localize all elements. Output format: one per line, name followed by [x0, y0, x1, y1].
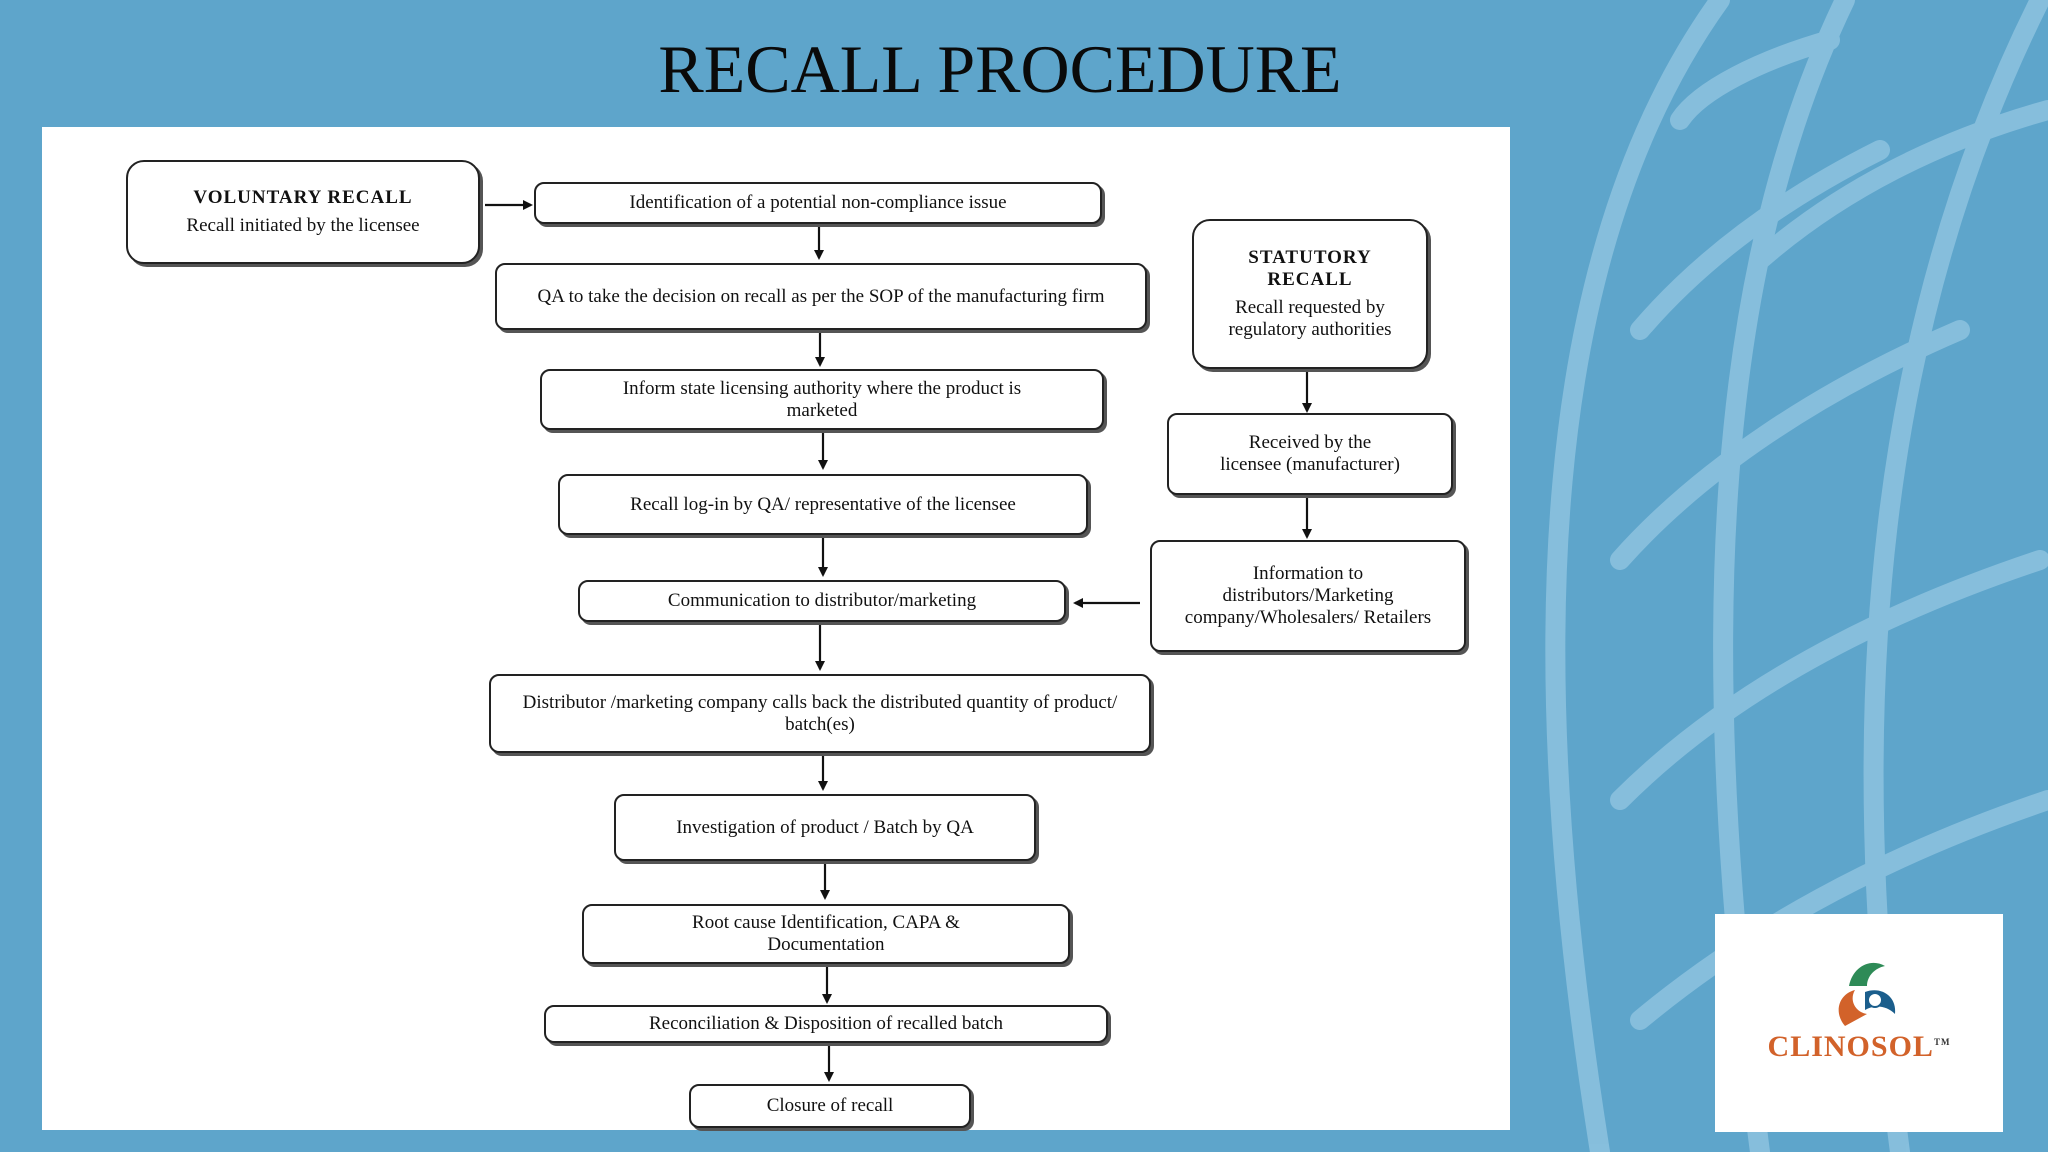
side-step-received: Received by the licensee (manufacturer)	[1167, 413, 1453, 495]
step-closure: Closure of recall	[689, 1084, 971, 1128]
voluntary-recall-box: VOLUNTARY RECALL Recall initiated by the…	[126, 160, 480, 264]
clinosol-logo: CLINOSOLTM	[1715, 914, 2003, 1132]
statutory-recall-heading: STATUTORY RECALL	[1248, 247, 1372, 290]
step-investigation: Investigation of product / Batch by QA	[614, 794, 1036, 861]
clinosol-logo-text: CLINOSOLTM	[1715, 1030, 2003, 1064]
voluntary-recall-heading: VOLUNTARY RECALL	[193, 187, 413, 208]
step-inform-authority: Inform state licensing authority where t…	[540, 369, 1104, 430]
voluntary-recall-text: Recall initiated by the licensee	[186, 215, 420, 236]
step-communication: Communication to distributor/marketing	[578, 580, 1066, 622]
step-identification: Identification of a potential non-compli…	[534, 182, 1102, 224]
flow-arrows	[485, 200, 1312, 1082]
clinosol-logo-icon	[1838, 962, 1896, 1026]
step-root-cause: Root cause Identification, CAPA & Docume…	[582, 904, 1070, 964]
clinosol-logo-tm: TM	[1933, 1037, 1951, 1047]
flowchart-canvas: VOLUNTARY RECALL Recall initiated by the…	[42, 127, 1510, 1130]
statutory-recall-text: Recall requested by regulatory authoriti…	[1228, 297, 1392, 340]
statutory-recall-box: STATUTORY RECALL Recall requested by reg…	[1192, 219, 1428, 369]
step-distributor-callback: Distributor /marketing company calls bac…	[489, 674, 1151, 753]
step-reconciliation: Reconciliation & Disposition of recalled…	[544, 1005, 1108, 1043]
side-step-information: Information to distributors/Marketing co…	[1150, 540, 1466, 652]
step-qa-decision: QA to take the decision on recall as per…	[495, 263, 1147, 330]
step-recall-log-in: Recall log-in by QA/ representative of t…	[558, 474, 1088, 535]
page-title: RECALL PROCEDURE	[658, 31, 1342, 107]
clinosol-logo-word: CLINOSOL	[1767, 1030, 1934, 1063]
